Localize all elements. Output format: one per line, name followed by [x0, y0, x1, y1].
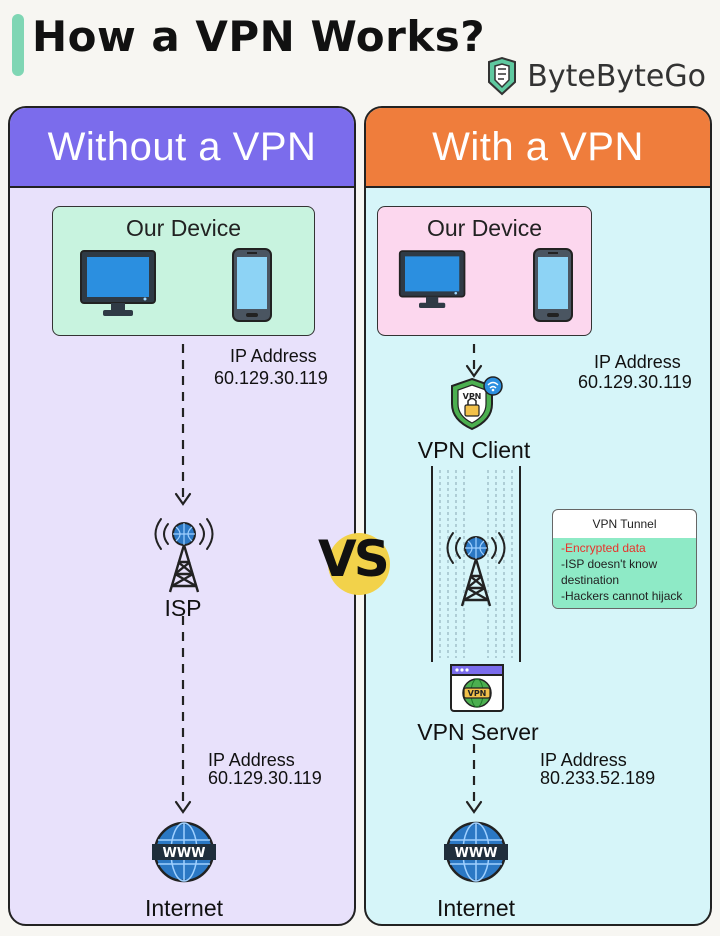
right-internet-ip-label: IP Address: [540, 750, 627, 770]
left-device-label: Our Device: [125, 215, 242, 241]
brand: ByteByteGo: [485, 56, 706, 96]
vpn-tunnel-title: VPN Tunnel: [592, 517, 657, 531]
bytebytego-logo-icon: [488, 56, 517, 96]
page-title: How a VPN Works?: [32, 12, 486, 61]
left-arrow-internet: [174, 800, 192, 814]
vs-label: VS: [318, 530, 390, 588]
left-internet-ip-value: 60.129.30.119: [208, 768, 322, 788]
without-vpn-header: Without a VPN: [10, 108, 354, 188]
vpn-server-label: VPN Server: [417, 719, 539, 745]
internet-globe-icon: WWW: [444, 821, 508, 883]
vpn-shield-icon: VPN: [451, 376, 503, 431]
right-arrow-client: [465, 364, 483, 378]
tunnel-item-isp: -ISP doesn't know: [561, 557, 658, 571]
right-device-label: Our Device: [426, 215, 543, 241]
smartphone-icon: [232, 248, 272, 322]
left-arrow-isp: [174, 492, 192, 506]
isp-tower-icon: [154, 518, 214, 593]
isp-label: ISP: [164, 595, 202, 621]
right-device-ip-label: IP Address: [594, 352, 681, 372]
left-device-ip-value: 60.129.30.119: [214, 368, 328, 388]
vpn-server-badge-text: VPN: [468, 689, 487, 698]
tunnel-item-destination: destination: [561, 573, 620, 587]
title-accent-bar: [12, 14, 24, 76]
desktop-monitor-icon: [398, 250, 466, 308]
desktop-monitor-icon: [80, 250, 156, 316]
tunnel-item-encrypted: -Encrypted data: [561, 541, 646, 555]
right-device-box: Our Device: [377, 206, 592, 336]
www-text: WWW: [454, 846, 497, 861]
vpn-server-icon: VPN: [450, 664, 504, 712]
right-internet-label: Internet: [437, 895, 515, 921]
left-internet-ip-label: IP Address: [208, 750, 295, 770]
vpn-client-label: VPN Client: [417, 437, 531, 463]
left-device-ip-label: IP Address: [230, 346, 317, 366]
vs-circle: [328, 533, 390, 595]
right-arrow-internet: [465, 800, 483, 814]
vpn-tunnel-graphic: [431, 466, 521, 662]
www-text: WWW: [162, 846, 205, 861]
smartphone-icon: [533, 248, 573, 322]
vpn-shield-text: VPN: [463, 392, 482, 401]
right-device-ip-value: 60.129.30.119: [578, 372, 692, 392]
brand-name: ByteByteGo: [527, 58, 706, 94]
vpn-tunnel-tower-icon: [446, 532, 506, 607]
vpn-tunnel-info-box: VPN Tunnel -Encrypted data -ISP doesn't …: [552, 509, 697, 609]
tunnel-item-hackers: -Hackers cannot hijack: [561, 589, 683, 603]
left-internet-label: Internet: [145, 895, 223, 921]
right-internet-ip-value: 80.233.52.189: [540, 768, 656, 788]
left-device-box: Our Device: [52, 206, 315, 336]
internet-globe-icon: WWW: [152, 821, 216, 883]
vpn-tunnel-list: -Encrypted data -ISP doesn't know destin…: [553, 538, 696, 608]
with-vpn-header: With a VPN: [366, 108, 710, 188]
